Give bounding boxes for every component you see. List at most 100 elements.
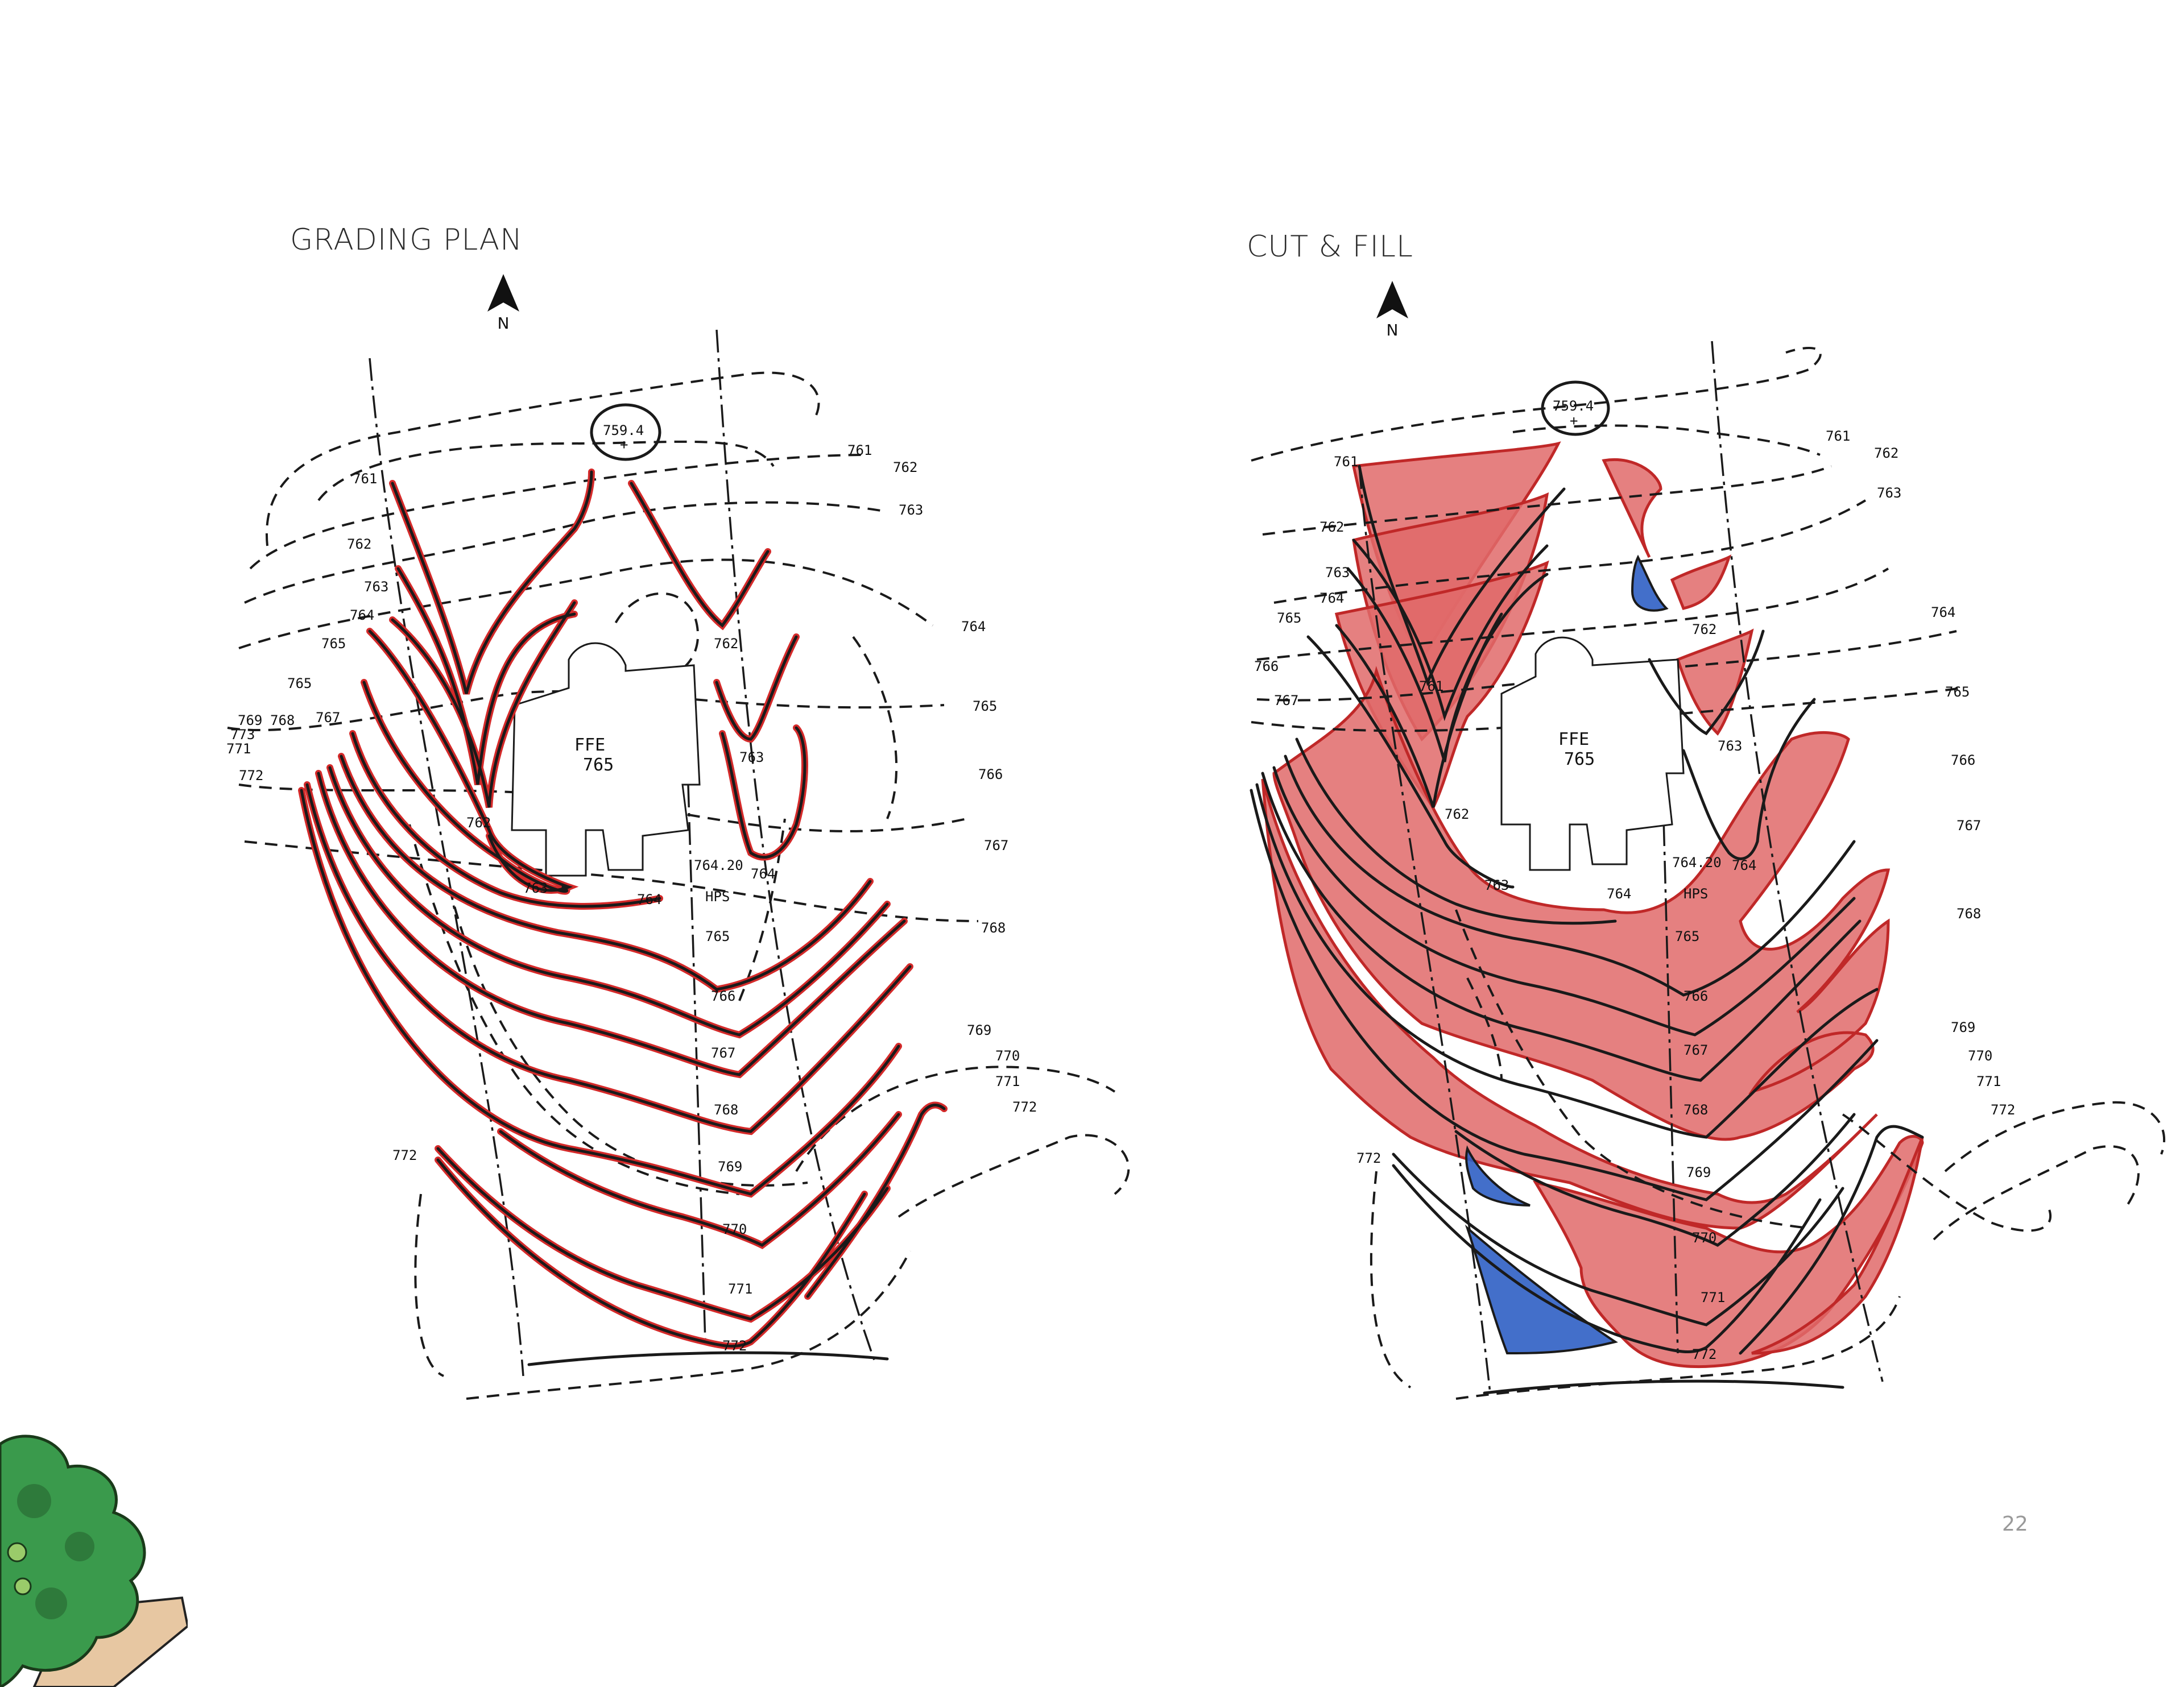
north-label: N — [497, 314, 510, 333]
contour-label: 769 — [238, 712, 262, 728]
contour-label: 764 — [350, 607, 374, 623]
contour-label: 772 — [1991, 1102, 2015, 1118]
contour-label: 768 — [981, 920, 1006, 936]
spot-elevation-value: 759.4 — [1553, 398, 1594, 414]
contour-label: 762 — [347, 536, 371, 552]
contour-label: 771 — [728, 1281, 752, 1297]
ffe-label: FFE — [1558, 729, 1589, 749]
house-footprint — [1500, 636, 1685, 871]
contour-label: 765 — [1277, 610, 1301, 626]
contour-label: 772 — [1012, 1099, 1037, 1115]
proposed-contours — [1250, 465, 1924, 1395]
contour-label: 764 — [751, 866, 775, 882]
contour-label: 772 — [722, 1338, 747, 1354]
contour-label: 765 — [1945, 684, 1970, 700]
contour-label: 767 — [316, 710, 340, 726]
contour-label: 763 — [1325, 565, 1350, 581]
north-arrow-icon: N — [1370, 279, 1415, 341]
contour-label: 767 — [711, 1045, 735, 1061]
contour-label: 772 — [239, 768, 263, 784]
spot-elevation-value: 759.4 — [603, 422, 644, 438]
contour-label: 772 — [1356, 1150, 1381, 1166]
contour-label: 765 — [973, 698, 997, 714]
contour-label: 762 — [714, 636, 738, 652]
contour-label: 762 — [1320, 519, 1344, 535]
contour-label: 763 — [899, 502, 923, 518]
contour-label: 767 — [1956, 818, 1981, 834]
contour-label: 764 — [1732, 857, 1756, 873]
contour-label: 773 — [230, 727, 255, 743]
contour-label: 770 — [1692, 1230, 1716, 1246]
contour-label: 763 — [1877, 485, 1901, 501]
contour-label: 761 — [847, 442, 872, 458]
contour-label: 765 — [287, 675, 312, 691]
svg-text:+: + — [1570, 413, 1578, 429]
contour-label: 762 — [466, 815, 491, 831]
contour-label: 768 — [270, 712, 295, 728]
existing-contours — [1251, 347, 2165, 1400]
contour-label: 765 — [321, 636, 346, 652]
contour-label: 766 — [1254, 658, 1279, 674]
contour-label: 767 — [1684, 1042, 1708, 1058]
hps-value: 764.20 — [694, 857, 743, 873]
contour-label: 768 — [714, 1102, 738, 1118]
north-arrow-icon: N — [481, 272, 526, 334]
grading-plan-title: GRADING PLAN — [290, 223, 523, 257]
existing-contours — [227, 371, 1130, 1400]
contour-label: 767 — [984, 838, 1008, 853]
contour-label: 770 — [995, 1048, 1020, 1064]
contour-label: 768 — [1956, 906, 1981, 922]
contour-label: 770 — [722, 1221, 747, 1237]
page-number: 22 — [2002, 1512, 2028, 1536]
contour-label: 762 — [893, 459, 917, 475]
spot-elevation-circle — [1541, 380, 1610, 436]
contour-label: 771 — [1976, 1073, 2001, 1089]
hps-label: HPS — [705, 889, 730, 905]
contour-label: 771 — [1701, 1290, 1725, 1305]
hps-value: 764.20 — [1672, 855, 1722, 871]
contour-label: 764 — [1931, 604, 1955, 620]
contour-label: 769 — [1686, 1164, 1711, 1180]
contour-label: 766 — [711, 988, 735, 1004]
cut-areas — [1465, 554, 1669, 1355]
contour-labels: 761 761 762 762 762 762 763 763 763 763 … — [226, 442, 1037, 1354]
contour-label: 763 — [523, 880, 548, 896]
contour-label: 770 — [1968, 1048, 1992, 1064]
contour-label: 763 — [739, 749, 764, 765]
contour-label: 765 — [705, 929, 730, 944]
contour-label: 764 — [637, 892, 661, 907]
contour-label: 764 — [1320, 590, 1344, 606]
contour-label: 766 — [1684, 988, 1708, 1004]
contour-label: 763 — [1484, 877, 1509, 893]
contour-label: 769 — [718, 1159, 742, 1175]
cut-fill-title: CUT & FILL — [1247, 230, 1413, 264]
contour-label: 762 — [1445, 806, 1469, 822]
contour-label: 762 — [1692, 621, 1716, 637]
contour-label: 762 — [1874, 445, 1898, 461]
contour-label: 771 — [226, 741, 251, 757]
contour-label: 766 — [978, 766, 1003, 782]
fill-areas — [1261, 441, 1924, 1369]
contour-label: 769 — [967, 1022, 991, 1038]
spot-elevation-circle — [590, 403, 661, 461]
svg-text:+: + — [620, 437, 628, 453]
ffe-value: 765 — [583, 755, 614, 775]
hps-label: HPS — [1684, 886, 1708, 902]
contour-label: 763 — [1718, 738, 1742, 754]
contour-label: 772 — [1692, 1346, 1716, 1362]
contour-label: 763 — [364, 579, 388, 595]
proposed-contours — [298, 469, 948, 1366]
contour-label: 769 — [1951, 1019, 1975, 1035]
ffe-value: 765 — [1564, 749, 1595, 769]
contour-label: 764 — [1607, 886, 1631, 902]
contour-label: 761 — [1419, 678, 1443, 694]
contour-label: 767 — [1274, 693, 1298, 708]
contour-label: 771 — [995, 1073, 1020, 1089]
contour-label: 765 — [1675, 929, 1699, 944]
contour-label: 768 — [1684, 1102, 1708, 1118]
plant-illustration-icon — [0, 1435, 188, 1687]
north-label: N — [1386, 321, 1399, 339]
house-footprint — [511, 642, 701, 877]
